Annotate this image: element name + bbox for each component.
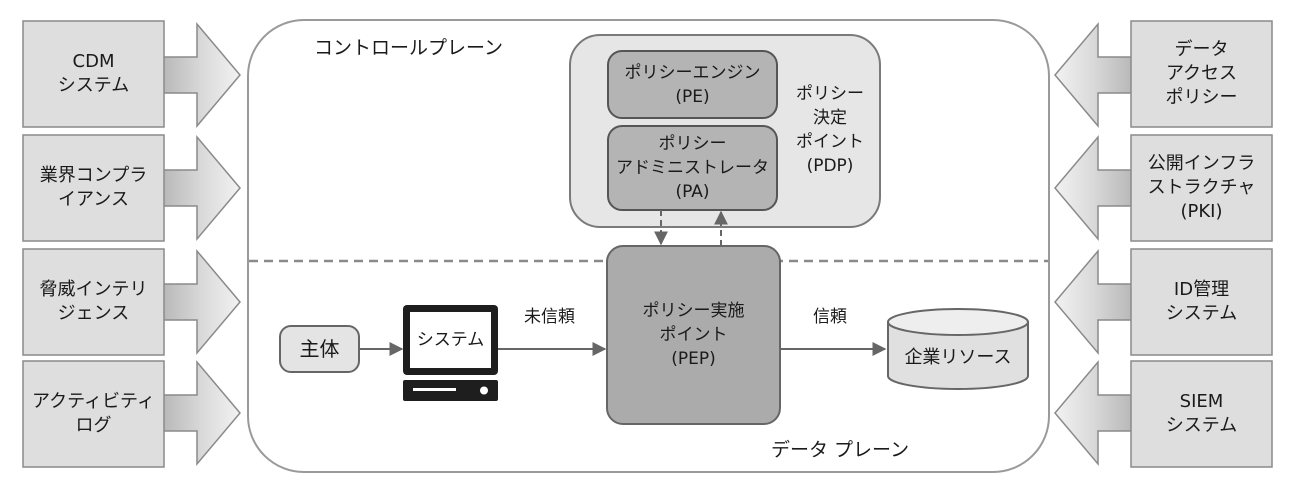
right-arrow-shape — [1054, 359, 1133, 467]
left-box — [22, 134, 165, 242]
left-arrows — [162, 21, 241, 467]
right-label-siem: SIEM システム — [1165, 391, 1238, 436]
pe-label: ポリシーエンジン (PE) — [624, 62, 761, 107]
right-label-pki: 公開インフラ ストラクチャ (PKI) — [1147, 153, 1256, 222]
right-arrow-shape — [1054, 248, 1133, 356]
right-box — [1130, 248, 1273, 356]
right-label-data-access-policy: データ アクセス ポリシー — [1165, 39, 1238, 108]
pep-label: ポリシー実施 ポイント (PEP) — [642, 301, 745, 369]
pa-box — [607, 125, 778, 211]
right-boxes — [1130, 20, 1273, 468]
computer-icon — [403, 305, 498, 401]
right-label-id-management: ID管理 システム — [1165, 279, 1238, 324]
left-arrow-shape — [162, 21, 241, 129]
data-plane-label: データ プレーン — [771, 439, 910, 461]
right-arrow-shape — [1054, 134, 1133, 242]
right-box — [1130, 20, 1273, 128]
left-arrow-shape — [162, 134, 241, 242]
right-box — [1130, 134, 1273, 242]
left-label-activity-log: アクティビティ ログ — [32, 391, 155, 436]
resource-cylinder — [887, 308, 1029, 390]
trusted-label: 信頼 — [813, 307, 847, 327]
resource-label: 企業リソース — [904, 347, 1012, 368]
left-label-cdm: CDM システム — [57, 51, 130, 96]
left-arrow-shape — [162, 359, 241, 467]
left-arrow-shape — [162, 248, 241, 356]
pep-box — [606, 245, 781, 425]
subject-label: 主体 — [299, 337, 340, 361]
left-boxes — [22, 20, 165, 468]
untrusted-label: 未信頼 — [524, 307, 575, 327]
left-box — [22, 248, 165, 356]
right-box — [1130, 360, 1273, 468]
right-arrow-shape — [1054, 21, 1133, 129]
left-box — [22, 20, 165, 128]
system-label: システム — [416, 330, 485, 350]
left-label-threat-intel: 脅威インテリ ジェンス — [39, 279, 148, 324]
left-box — [22, 360, 165, 468]
control-plane-label: コントロールプレーン — [314, 37, 504, 59]
left-label-compliance: 業界コンプラ イアンス — [39, 165, 148, 210]
pa-label: ポリシー アドミニストレータ (PA) — [616, 134, 769, 202]
right-arrows — [1054, 21, 1133, 467]
pe-box — [607, 50, 778, 119]
pdp-label: ポリシー 決定 ポイント (PDP) — [796, 84, 864, 176]
